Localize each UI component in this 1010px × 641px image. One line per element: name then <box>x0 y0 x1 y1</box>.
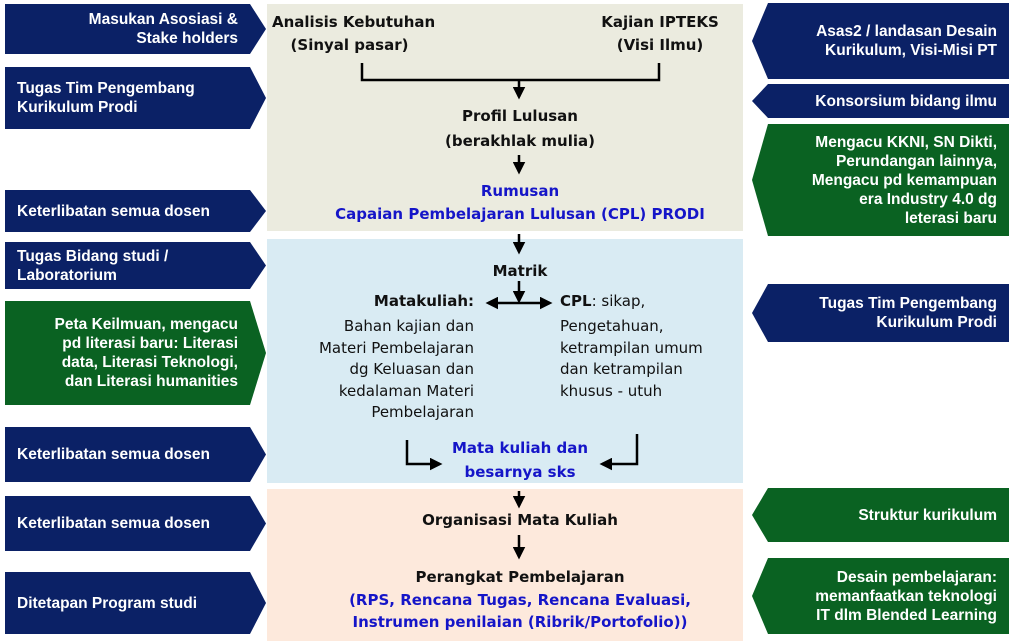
rumusan-cpl: Capaian Pembelajaran Lulusan (CPL) PRODI <box>335 205 705 223</box>
matakuliah-desc-line: Materi Pembelajaran <box>318 338 474 357</box>
cpl-label: CPL <box>560 292 592 310</box>
perangkat-detail-line2: Instrumen penilaian (Ribrik/Portofolio)) <box>352 613 688 631</box>
cpl-desc-line: khusus - utuh <box>560 381 663 400</box>
right-tag-asas-landasan: Asas2 / landasan Desain Kurikulum, Visi-… <box>752 3 1009 79</box>
profil-lulusan-title: Profil Lulusan <box>462 107 578 125</box>
panel-course-organization <box>267 489 743 641</box>
left-tag-keterlibatan-2: Keterlibatan semua dosen <box>5 427 266 482</box>
right-tag-konsorsium: Konsorsium bidang ilmu <box>752 84 1009 118</box>
rumusan-title: Rumusan <box>480 182 560 200</box>
cpl-desc-line: Pengetahuan, <box>560 317 664 335</box>
matrik-label: Matrik <box>492 262 548 280</box>
left-tag-label: Keterlibatan semua dosen <box>17 446 210 463</box>
perangkat-pembelajaran: Perangkat Pembelajaran <box>415 568 625 586</box>
panel-needs-analysis <box>267 4 743 231</box>
analisis-kebutuhan-title: Analisis Kebutuhan <box>272 13 436 31</box>
left-tag-label: Masukan Asosiasi & Stake holders <box>88 11 238 47</box>
matakuliah-desc-line: kedalaman Materi <box>338 381 474 400</box>
right-tag-kkni: Mengacu KKNI, SN Dikti, Perundangan lain… <box>752 124 1009 236</box>
left-tag-ditetapkan-prodi: Ditetapan Program studi <box>5 572 266 634</box>
left-tag-keterlibatan-1: Keterlibatan semua dosen <box>5 190 266 232</box>
left-tag-keterlibatan-3: Keterlibatan semua dosen <box>5 496 266 551</box>
right-tag-struktur-kurikulum: Struktur kurikulum <box>752 488 1009 542</box>
profil-lulusan-sub: (berakhlak mulia) <box>445 132 595 150</box>
right-tag-label: Mengacu KKNI, SN Dikti, Perundangan lain… <box>811 133 997 227</box>
matakuliah-desc: Bahan kajian dan Materi Pembelajaran dg … <box>290 316 474 424</box>
matakuliah-label: Matakuliah: <box>373 292 474 310</box>
cpl-desc-line: dan ketrampilan <box>560 360 683 378</box>
mata-kuliah-sks-line1: Mata kuliah dan <box>451 439 589 457</box>
left-tag-tim-pengembang: Tugas Tim Pengembang Kurikulum Prodi <box>5 67 266 129</box>
cpl-desc-line: ketrampilan umum <box>560 338 703 357</box>
mata-kuliah-sks-line2: besarnya sks <box>464 463 576 481</box>
left-tag-peta-keilmuan: Peta Keilmuan, mengacu pd literasi baru:… <box>5 301 266 405</box>
cpl-first-line: : sikap, <box>591 292 646 310</box>
organisasi-mata-kuliah: Organisasi Mata Kuliah <box>422 511 618 529</box>
panel-matrix <box>267 239 743 483</box>
perangkat-detail-line1: (RPS, Rencana Tugas, Rencana Evaluasi, <box>349 591 691 609</box>
right-tag-label: Asas2 / landasan Desain Kurikulum, Visi-… <box>816 23 997 59</box>
matakuliah-desc-line: dg Keluasan dan <box>349 360 475 378</box>
left-tag-label: Tugas Bidang studi / Laboratorium <box>17 247 169 284</box>
left-tag-label: Keterlibatan semua dosen <box>17 202 210 220</box>
right-tag-tim-pengembang: Tugas Tim Pengembang Kurikulum Prodi <box>752 284 1009 342</box>
right-tag-label: Struktur kurikulum <box>858 506 997 524</box>
left-tag-label: Keterlibatan semua dosen <box>17 515 210 532</box>
left-tag-label: Ditetapan Program studi <box>17 594 197 612</box>
left-tag-bidang-studi: Tugas Bidang studi / Laboratorium <box>5 242 266 289</box>
left-tag-asosiasi: Masukan Asosiasi & Stake holders <box>5 4 266 54</box>
matakuliah-desc-line: Pembelajaran <box>371 403 474 421</box>
right-tag-label: Konsorsium bidang ilmu <box>815 92 997 110</box>
matakuliah-desc-line: Bahan kajian dan <box>343 317 474 335</box>
right-tag-desain-pembelajaran: Desain pembelajaran: memanfaatkan teknol… <box>752 558 1009 634</box>
cpl-desc: Pengetahuan, ketrampilan umum dan ketram… <box>560 316 740 402</box>
right-tag-label: Tugas Tim Pengembang Kurikulum Prodi <box>819 295 997 331</box>
cpl-heading: CPL: sikap, <box>560 291 645 311</box>
right-tag-label: Desain pembelajaran: memanfaatkan teknol… <box>815 568 997 624</box>
analisis-kebutuhan-sub: (Sinyal pasar) <box>290 36 409 54</box>
kajian-ipteks-title: Kajian IPTEKS <box>601 13 719 31</box>
left-tag-label: Tugas Tim Pengembang Kurikulum Prodi <box>17 80 195 116</box>
kajian-ipteks-sub: (Visi Ilmu) <box>616 36 704 54</box>
left-tag-label: Peta Keilmuan, mengacu pd literasi baru:… <box>54 316 238 390</box>
